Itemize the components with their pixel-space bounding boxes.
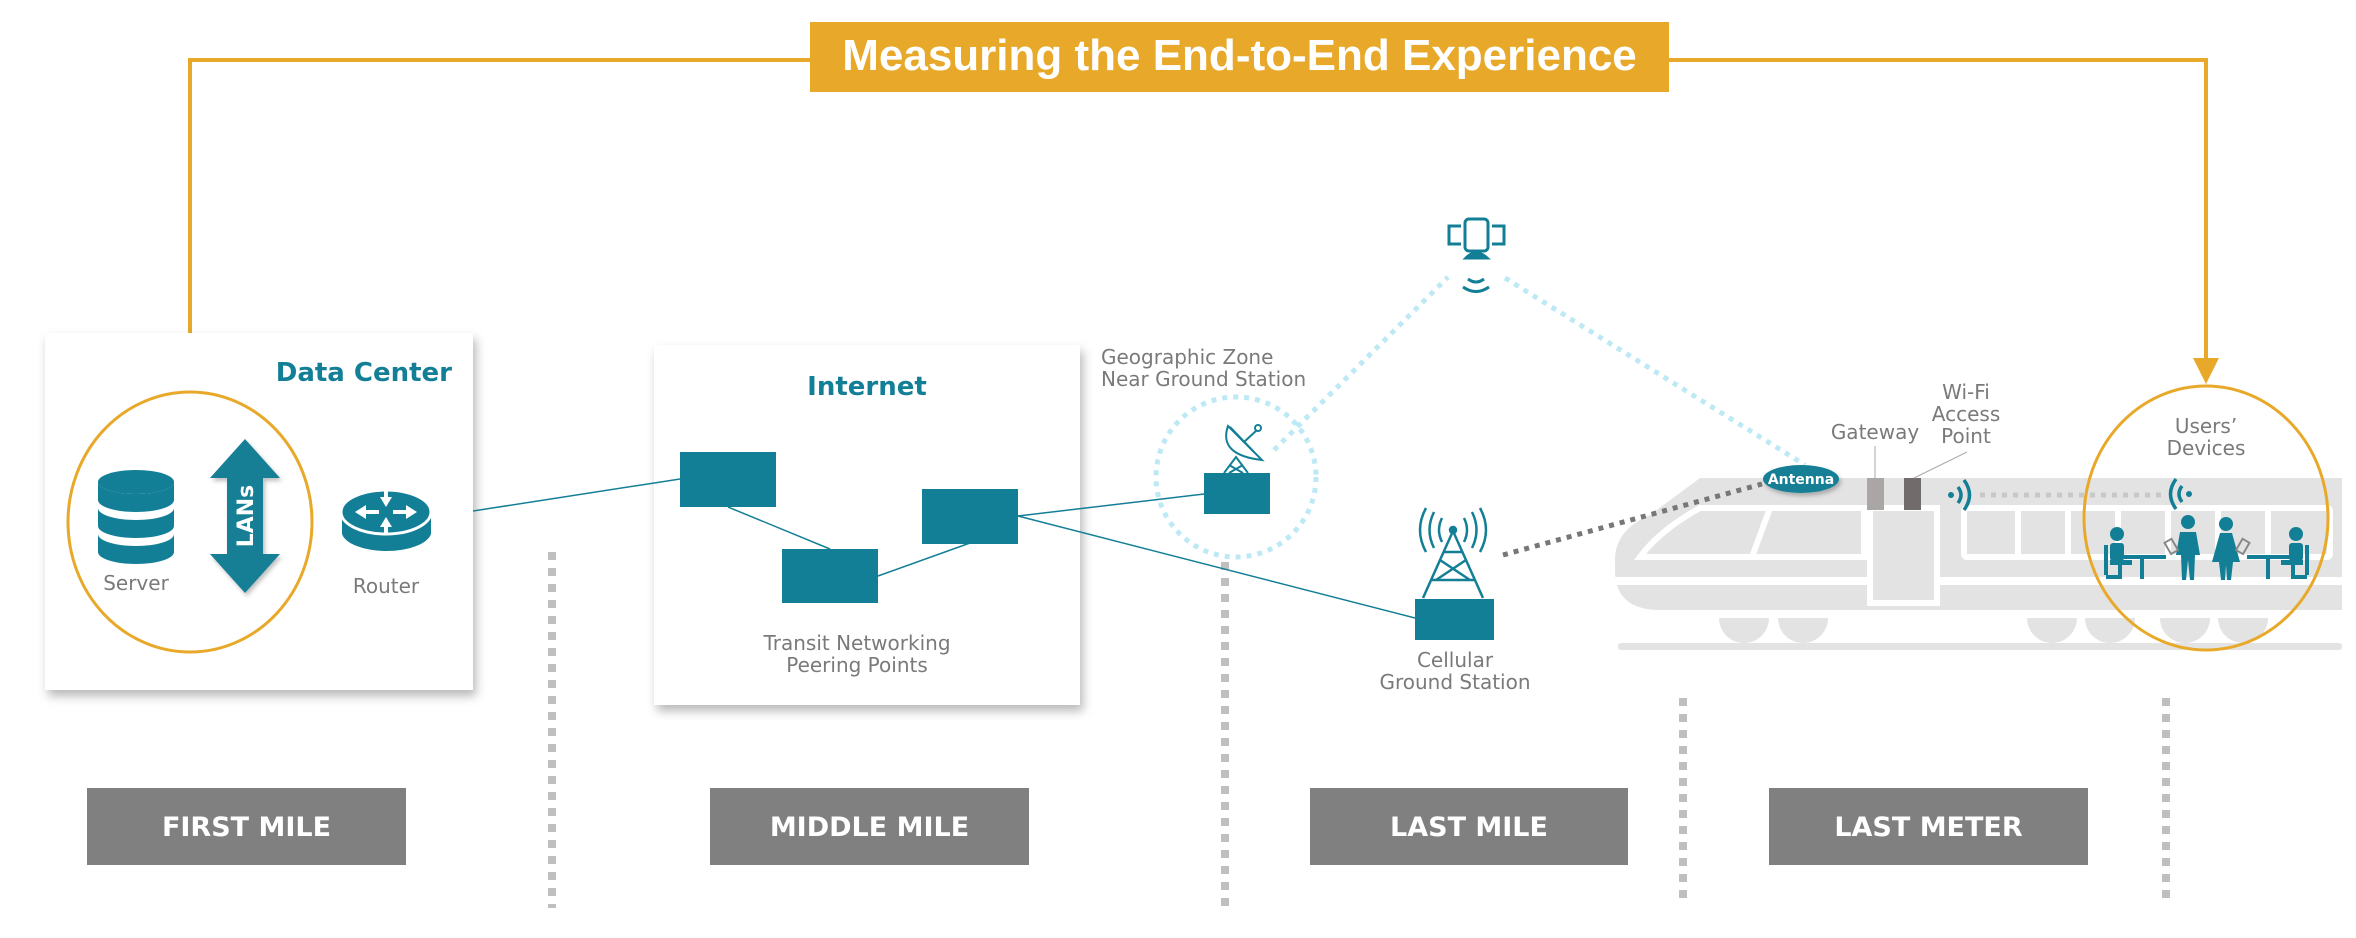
wifi-label-line2: Access: [1932, 402, 2000, 426]
last-meter-measure-circle: [2082, 384, 2330, 652]
geographic-zone-circle: [1153, 394, 1319, 560]
lans-label: LANs: [234, 485, 259, 548]
bracket-line-left: [188, 58, 810, 368]
wifi-label-line1: Wi-Fi: [1942, 380, 1990, 404]
downlink-dotted-line: [1503, 275, 1807, 468]
data-center-title: Data Center: [276, 358, 452, 388]
stage-last-mile: [1310, 788, 1628, 865]
wifi-signal-icon: [2168, 477, 2192, 511]
antenna-badge: [1763, 465, 1839, 493]
network-links: [472, 478, 1416, 619]
train-wheel: [1778, 618, 1828, 643]
tablet-icon: [2163, 537, 2251, 556]
cellular-label-line2: Ground Station: [1379, 670, 1530, 694]
train-stripe: [1615, 577, 2342, 585]
antenna-label: Antenna: [1768, 472, 1834, 488]
satellite-link: Geographic Zone Near Ground Station: [1101, 217, 1807, 560]
link-peer1-to-peer2: [727, 506, 831, 550]
stage-middle-mile: [710, 788, 1029, 865]
router-icon: [339, 488, 433, 552]
cellular-to-antenna-dotted-line: [1502, 481, 1763, 558]
data-center-panel: Data Center Server LANs: [45, 333, 473, 690]
link-peer3-to-cellular: [1017, 515, 1416, 619]
train: [1615, 478, 2342, 650]
zone-label-line2: Near Ground Station: [1101, 367, 1306, 391]
users-label-line1: Users’: [2175, 414, 2237, 438]
stage-first-mile-label: FIRST MILE: [162, 812, 331, 843]
link-peer2-to-peer3: [877, 542, 971, 577]
bracket-line-right: [1669, 58, 2208, 362]
arrow-down-icon: [2193, 358, 2219, 384]
zone-label-line1: Geographic Zone: [1101, 345, 1273, 369]
page-title: Measuring the End-to-End Experience: [842, 31, 1637, 80]
wifi-access-point-device: [1904, 478, 1921, 510]
stage-last-mile-label: LAST MILE: [1390, 812, 1548, 843]
cellular-label-line1: Cellular: [1417, 648, 1494, 672]
stage-last-meter-label: LAST METER: [1834, 812, 2023, 843]
link-router-to-peer1: [472, 478, 681, 512]
wifi-signal-icon: [1948, 478, 1972, 512]
train-wheel: [2085, 618, 2135, 643]
stage-dividers: [548, 552, 2170, 908]
train-wheel: [1719, 618, 1769, 643]
stage-labels: FIRST MILE MIDDLE MILE LAST MILE LAST ME…: [87, 788, 2088, 865]
users-label-line2: Devices: [2167, 436, 2246, 460]
peering-points: [680, 452, 1018, 603]
server-icon: [98, 470, 174, 564]
train-wheel: [2160, 618, 2210, 643]
gateway-device: [1867, 478, 1884, 510]
stage-middle-mile-label: MIDDLE MILE: [770, 812, 969, 843]
passengers-icon: [2104, 515, 2309, 580]
cellular-box: [1415, 599, 1494, 640]
uplink-dotted-line: [1272, 275, 1450, 452]
lans-double-arrow-icon: [210, 439, 280, 593]
train-rail: [1618, 643, 2342, 650]
internet-title: Internet: [807, 372, 927, 402]
stage-last-meter: [1769, 788, 2088, 865]
title-banner: Measuring the End-to-End Experience: [810, 22, 1669, 92]
internet-caption-line2: Peering Points: [786, 653, 928, 677]
link-peer3-to-ground-station: [1017, 493, 1205, 517]
train-wheel: [2218, 618, 2268, 643]
internet-caption-line1: Transit Networking: [762, 631, 950, 655]
peering-point: [922, 489, 1018, 544]
router-label: Router: [353, 574, 420, 598]
users-devices: Users’ Devices: [2082, 384, 2330, 652]
gateway-label: Gateway: [1831, 420, 1920, 444]
cell-tower-icon: [1418, 507, 1488, 599]
stage-first-mile: [87, 788, 406, 865]
train-wheel: [2027, 618, 2077, 643]
server-label: Server: [103, 571, 169, 595]
ground-station-box: [1204, 473, 1270, 514]
wifi-label-line3: Point: [1941, 424, 1991, 448]
measurement-bracket: [177, 58, 2219, 390]
peering-point: [782, 549, 878, 603]
train-windshield: [1634, 505, 1867, 560]
cellular-station: Cellular Ground Station: [1379, 481, 1763, 694]
first-mile-measure-circle: [66, 390, 314, 654]
peering-point: [680, 452, 776, 507]
train-equipment: Antenna Gateway Wi-Fi Access Point: [1763, 380, 2192, 512]
satellite-icon: [1447, 217, 1506, 293]
train-door: [1867, 505, 1940, 606]
satellite-dish-icon: [1223, 424, 1265, 474]
